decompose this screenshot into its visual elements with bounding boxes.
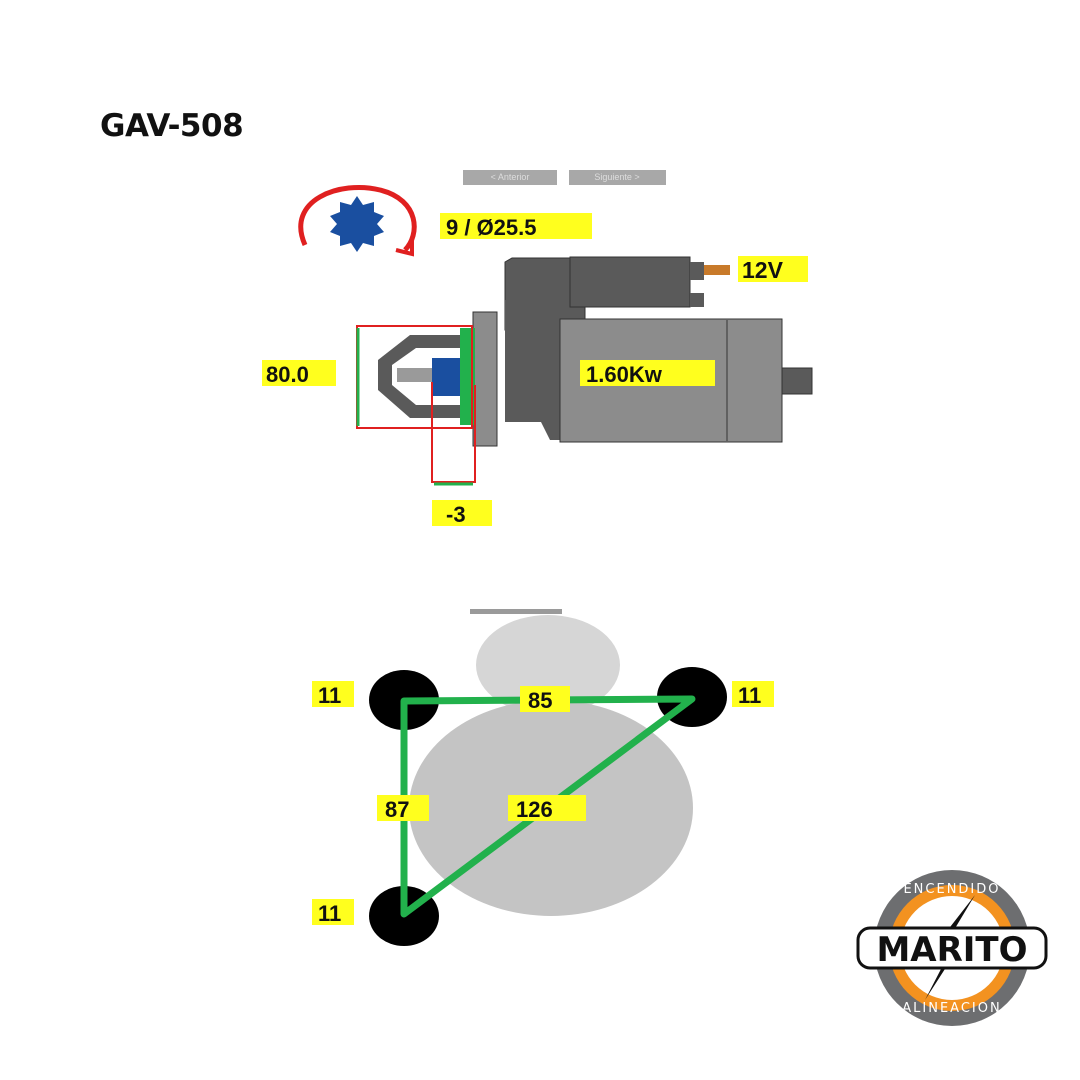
logo-bottom: ALINEACION [902,1001,1001,1016]
rotation-arrow-icon [298,184,417,252]
offset-label: -3 [446,502,466,527]
arrow-head-icon [395,240,414,257]
prev-button[interactable]: < Anterior [463,170,557,185]
next-button[interactable]: Siguiente > [569,170,666,185]
next-label: Siguiente > [594,172,639,182]
page-title: GAV-508 [100,108,244,144]
prev-label: < Anterior [491,172,530,182]
left-distance-label: 87 [385,797,409,822]
voltage-label: 12V [742,257,784,283]
solenoid [569,256,691,308]
diagonal-distance-label: 126 [516,797,553,822]
logo-name: MARITO [876,930,1027,970]
hole-top-left-label: 11 [318,683,341,708]
teeth-diameter-label: 9 / Ø25.5 [446,215,537,240]
pinion [432,358,462,396]
hole-bottom-left-label: 11 [318,901,341,926]
marito-logo: MARITO ENCENDIDO ALINEACION [856,870,1048,1026]
logo-top: ENCENDIDO [903,882,1000,897]
top-distance-label: 85 [528,688,552,713]
terminal-icon [704,265,730,275]
power-label: 1.60Kw [586,362,663,387]
flange-diameter-label: 80.0 [266,362,309,387]
gear-icon [330,196,384,252]
hole-top-right-label: 11 [738,683,761,708]
